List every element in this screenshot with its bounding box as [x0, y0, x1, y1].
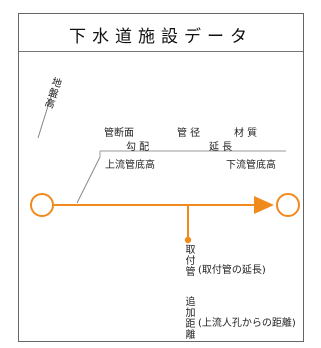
label-connection-pipe: 取付管: [183, 244, 194, 277]
page-title: 下水道施設データ: [69, 27, 253, 47]
label-material: 材 質: [234, 128, 258, 139]
title-band: 下水道施設データ: [19, 14, 303, 52]
label-downstream-invert: 下流管底高: [226, 160, 276, 171]
label-length: 延 長: [209, 142, 233, 153]
downstream-manhole-icon: [276, 193, 300, 217]
flow-arrow-icon: [254, 196, 274, 214]
note-distance-from-upstream: (上流人孔からの距離): [198, 318, 296, 329]
label-pipe-section: 管断面: [104, 128, 134, 139]
label-pipe-diameter: 管 径: [177, 128, 201, 139]
note-connection-pipe-length: (取付管の延長): [198, 265, 266, 276]
upstream-manhole-icon: [30, 193, 54, 217]
label-gradient: 勾 配: [126, 142, 150, 153]
label-upstream-invert: 上流管底高: [105, 160, 155, 171]
label-additional-distance: 追加距離: [183, 296, 194, 340]
leader-line: [76, 156, 101, 204]
side-label-line: [37, 89, 54, 139]
data-card: 下水道施設データ: [18, 13, 304, 342]
branch-node-icon: [184, 236, 192, 244]
